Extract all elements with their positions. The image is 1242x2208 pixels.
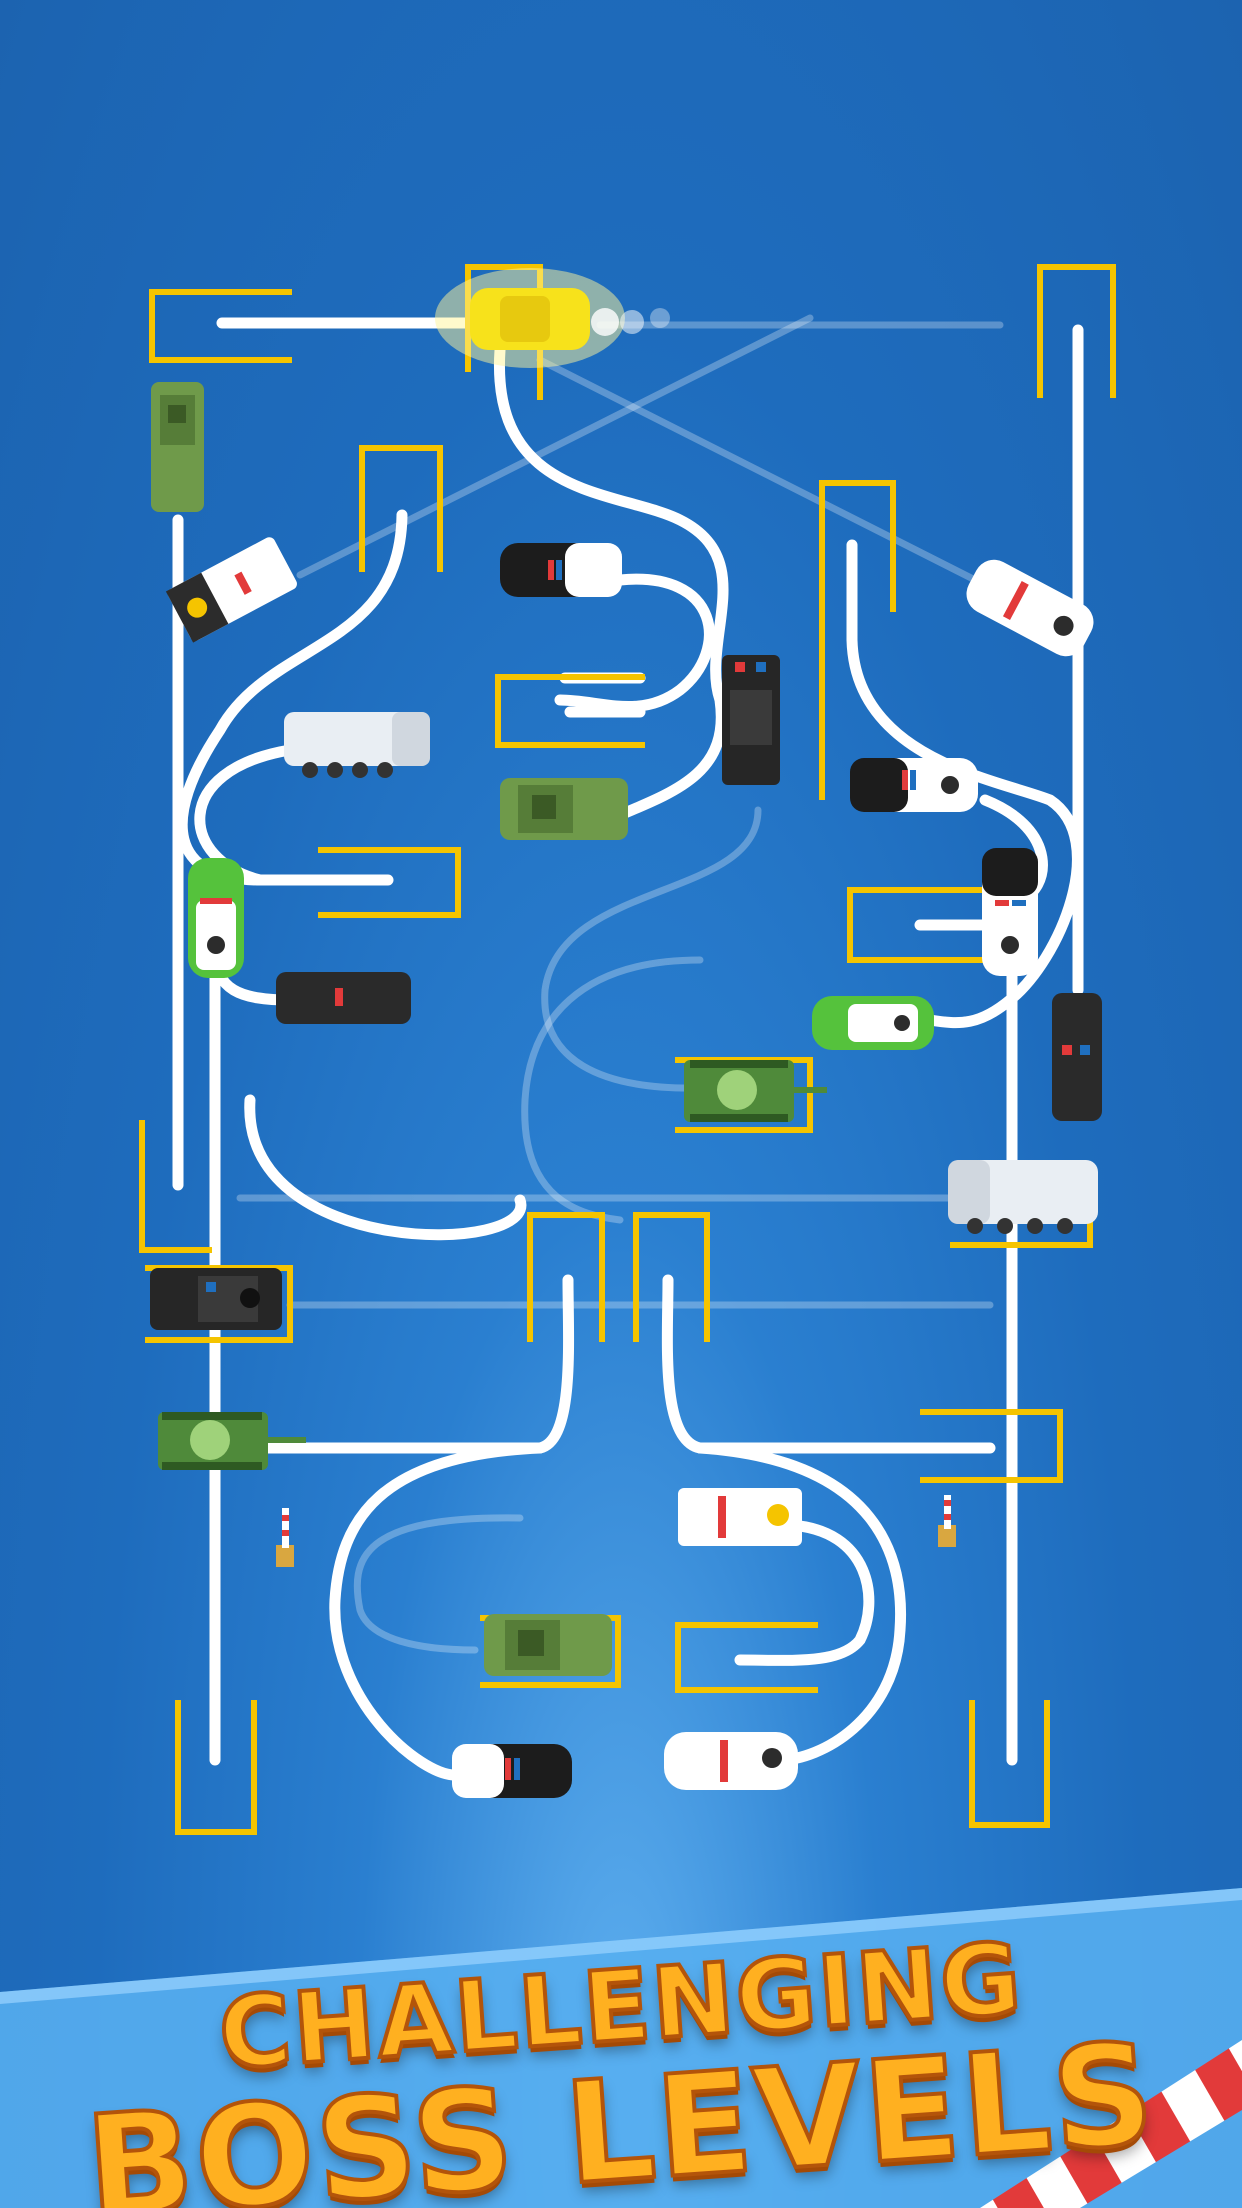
armored-truck-icon[interactable] bbox=[948, 1160, 1098, 1234]
barrier-post-left bbox=[276, 1508, 294, 1567]
army-tank-icon[interactable] bbox=[684, 1060, 827, 1122]
army-tank-icon[interactable] bbox=[158, 1412, 306, 1470]
police-car-icon[interactable] bbox=[500, 543, 622, 597]
army-jeep-icon[interactable] bbox=[484, 1614, 612, 1676]
yellow-car-icon[interactable] bbox=[435, 268, 670, 368]
barrier-post-right bbox=[938, 1495, 956, 1547]
white-police-car-icon[interactable] bbox=[664, 1732, 798, 1790]
swat-van-icon[interactable] bbox=[150, 1268, 282, 1330]
police-car-icon[interactable] bbox=[452, 1744, 572, 1798]
green-police-car-icon[interactable] bbox=[188, 858, 244, 978]
army-jeep-icon[interactable] bbox=[151, 382, 204, 512]
armored-truck-icon[interactable] bbox=[284, 712, 430, 778]
black-suv-icon[interactable] bbox=[276, 972, 411, 1024]
white-police-car-icon[interactable] bbox=[959, 553, 1100, 663]
army-jeep-icon[interactable] bbox=[500, 778, 628, 840]
police-car-icon[interactable] bbox=[850, 758, 978, 812]
green-police-car-icon[interactable] bbox=[812, 996, 934, 1050]
sheriff-truck-icon[interactable] bbox=[165, 535, 299, 643]
parking-spots bbox=[139, 264, 1116, 1835]
police-car-icon[interactable] bbox=[982, 848, 1038, 976]
swat-van-icon[interactable] bbox=[722, 655, 780, 785]
banner-backdrop bbox=[0, 1888, 1242, 2208]
black-suv-icon[interactable] bbox=[1052, 993, 1102, 1121]
guide-lines bbox=[236, 314, 1004, 1654]
vehicles bbox=[150, 268, 1102, 1798]
sheriff-truck-icon[interactable] bbox=[678, 1488, 802, 1546]
route-lines bbox=[172, 317, 1084, 1781]
